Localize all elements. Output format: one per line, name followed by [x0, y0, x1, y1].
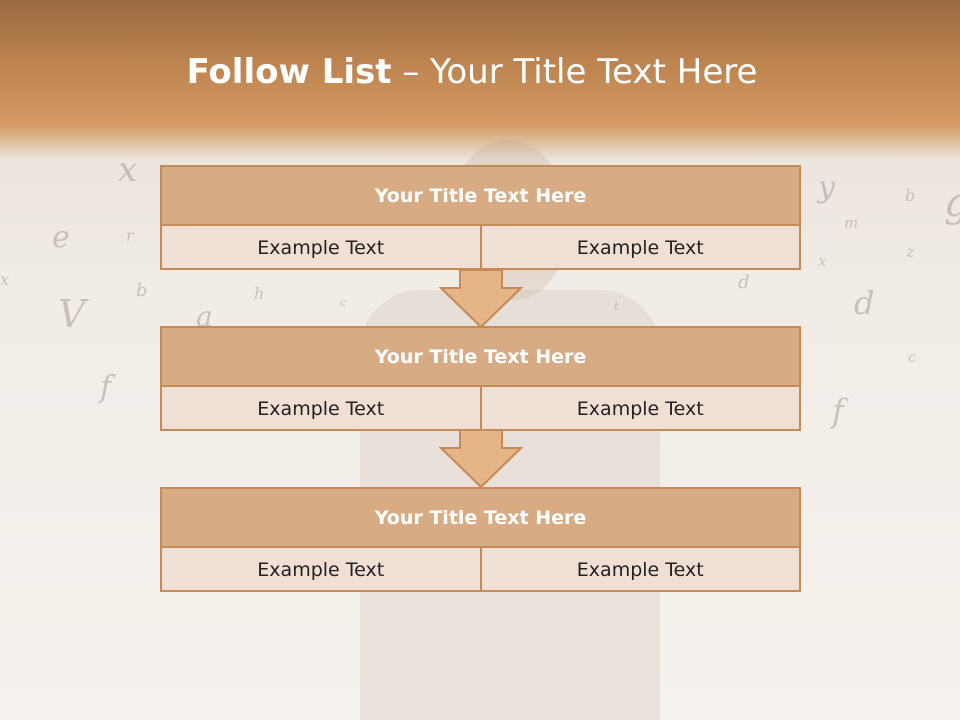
slide-title-bold: Follow List	[186, 52, 392, 92]
bg-letter: x	[818, 252, 827, 270]
bg-letter: y	[818, 170, 835, 205]
step-title: Your Title Text Here	[162, 489, 799, 548]
bg-letter: t	[614, 300, 619, 313]
step-card-1: Your Title Text Here Example Text Exampl…	[160, 165, 801, 270]
bg-letter: f	[100, 370, 112, 405]
bg-letter: x	[0, 270, 10, 289]
header-band	[0, 0, 960, 160]
step-cell-right: Example Text	[479, 387, 800, 431]
step-cell-right: Example Text	[479, 548, 800, 592]
bg-letter: x	[118, 150, 138, 190]
down-arrow-icon	[439, 430, 523, 488]
bg-letter: c	[340, 296, 347, 309]
slide-title-rest: – Your Title Text Here	[391, 52, 758, 92]
bg-letter: c	[908, 350, 916, 366]
bg-letter: b	[905, 186, 916, 205]
bg-letter: d	[854, 284, 875, 322]
step-cell-left: Example Text	[257, 237, 385, 259]
step-cell-right: Example Text	[479, 226, 800, 270]
bg-letter: d	[738, 272, 750, 293]
bg-letter: r	[126, 226, 134, 245]
step-cell-left: Example Text	[257, 398, 385, 420]
step-title: Your Title Text Here	[162, 167, 799, 226]
step-card-2: Your Title Text Here Example Text Exampl…	[160, 326, 801, 431]
bg-letter: g	[944, 180, 960, 226]
bg-letter: f	[832, 392, 844, 430]
down-arrow-icon	[439, 270, 523, 328]
step-cell-left: Example Text	[257, 559, 385, 581]
bg-letter: z	[906, 242, 915, 261]
slide-title: Follow List – Your Title Text Here	[0, 52, 944, 92]
bg-letter: e	[52, 220, 70, 255]
bg-letter: V	[58, 292, 86, 336]
step-title: Your Title Text Here	[162, 328, 799, 387]
step-card-3: Your Title Text Here Example Text Exampl…	[160, 487, 801, 592]
bg-letter: h	[254, 284, 265, 303]
bg-letter: a	[196, 300, 213, 333]
bg-letter: b	[136, 280, 148, 301]
bg-letter: m	[844, 214, 859, 232]
